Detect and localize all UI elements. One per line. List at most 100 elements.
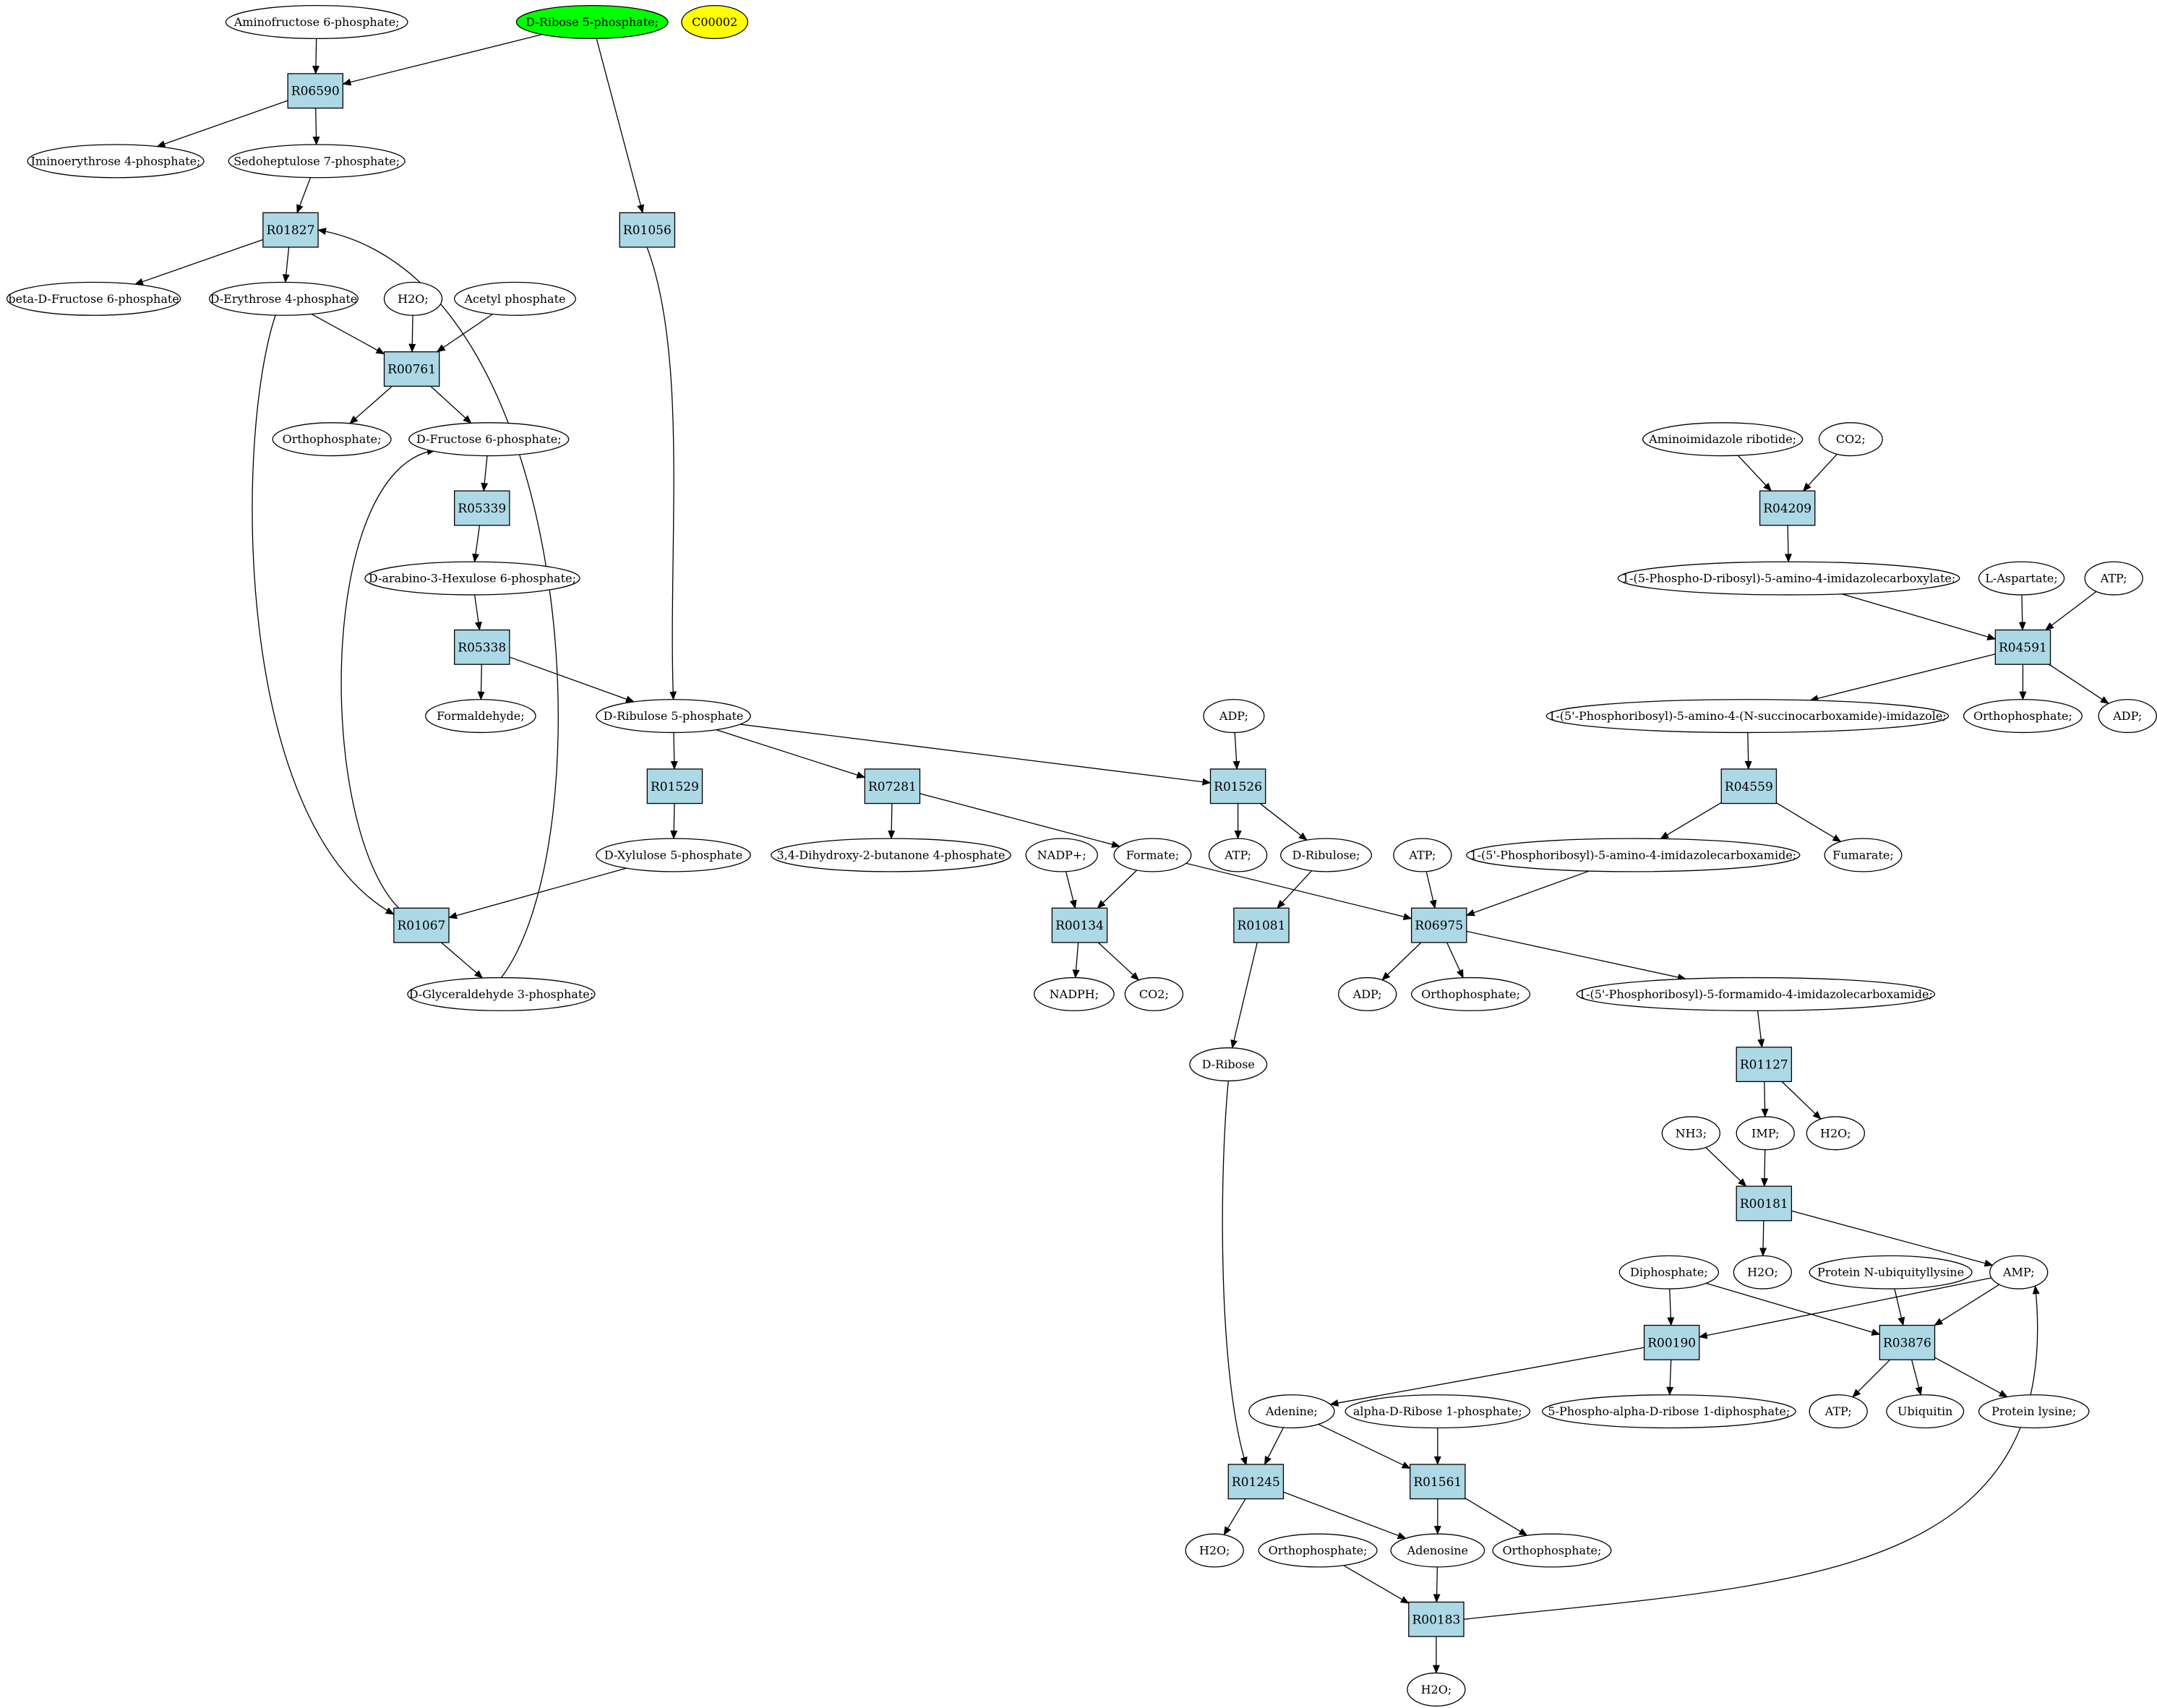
compound-node[interactable]: Orthophosphate; <box>272 422 392 457</box>
compound-node[interactable]: 5-Phospho-alpha-D-ribose 1-diphosphate; <box>1541 1394 1796 1429</box>
reaction-box <box>1736 1185 1793 1222</box>
compound-node[interactable]: Adenosine <box>1390 1533 1485 1568</box>
compound-node[interactable]: Sedoheptulose 7-phosphate; <box>228 144 406 179</box>
compound-node[interactable]: AMP; <box>1989 1255 2049 1289</box>
reaction-node[interactable]: R06975 <box>1410 907 1467 943</box>
compound-node[interactable]: 1-(5'-Phosphoribosyl)-5-amino-4-imidazol… <box>1466 838 1801 872</box>
reaction-node[interactable]: R04209 <box>1759 490 1816 526</box>
edge-c_imp-to-r_R00181 <box>1760 1149 1768 1188</box>
reaction-node[interactable]: R06590 <box>287 73 343 109</box>
compound-node[interactable]: ATP; <box>1393 838 1452 872</box>
reaction-node[interactable]: R00181 <box>1736 1185 1793 1222</box>
compound-node[interactable]: 3,4-Dihydroxy-2-butanone 4-phosphate <box>771 838 1011 872</box>
compound-node[interactable]: D-arabino-3-Hexulose 6-phosphate; <box>364 561 580 596</box>
compound-node[interactable]: CO2; <box>1124 977 1184 1011</box>
compound-node[interactable]: Formaldehyde; <box>424 699 536 734</box>
reaction-node[interactable]: R01529 <box>646 768 703 804</box>
compound-node[interactable]: Protein N-ubiquityllysine <box>1809 1255 1973 1289</box>
compound-node[interactable]: Adenine; <box>1248 1394 1335 1429</box>
compound-node[interactable]: Orthophosphate; <box>1258 1533 1378 1568</box>
reaction-node[interactable]: R04559 <box>1720 768 1778 804</box>
compound-node[interactable]: Fumarate; <box>1824 838 1903 872</box>
reaction-box <box>1643 1324 1700 1360</box>
compound-node[interactable]: C00002 <box>681 4 749 39</box>
compound-node[interactable]: Orthophosphate; <box>1492 1533 1612 1568</box>
reaction-node[interactable]: R01081 <box>1233 907 1290 943</box>
compound-node[interactable]: Formate; <box>1113 838 1192 872</box>
reaction-node[interactable]: R04591 <box>1994 629 2051 665</box>
reaction-node[interactable]: R01056 <box>619 212 676 248</box>
compound-ellipse <box>1617 561 1960 596</box>
reaction-node[interactable]: R00190 <box>1643 1324 1700 1360</box>
reaction-node[interactable]: R01067 <box>393 907 450 943</box>
compound-node[interactable]: NH3; <box>1661 1116 1720 1151</box>
compound-label: D-Fructose 6-phosphate; <box>416 432 562 446</box>
compound-node[interactable]: Orthophosphate; <box>1410 977 1531 1011</box>
compound-node[interactable]: D-Xylulose 5-phosphate <box>596 838 751 872</box>
compound-node[interactable]: D-Fructose 6-phosphate; <box>408 422 570 457</box>
reaction-node[interactable]: R05338 <box>454 629 510 665</box>
reaction-box <box>864 768 921 804</box>
compound-node[interactable]: Aminofructose 6-phosphate; <box>225 4 408 39</box>
compound-node[interactable]: Acetyl phosphate <box>453 281 576 316</box>
reaction-node[interactable]: R01561 <box>1410 1464 1466 1500</box>
reaction-label: R06975 <box>1415 919 1463 933</box>
compound-node[interactable]: L-Aspartate; <box>1978 561 2065 596</box>
compound-node[interactable]: NADP+; <box>1025 838 1098 872</box>
compound-node[interactable]: ATP; <box>2084 561 2143 596</box>
compound-node[interactable]: ATP; <box>1809 1394 1868 1429</box>
compound-label: Ubiquitin <box>1897 1404 1952 1418</box>
compound-ellipse <box>1818 422 1883 457</box>
compound-node[interactable]: D-Ribulose; <box>1280 838 1373 872</box>
compound-node[interactable]: D-Ribulose 5-phosphate <box>596 699 751 734</box>
compound-node[interactable]: Iminoerythrose 4-phosphate; <box>27 144 205 179</box>
reaction-node[interactable]: R01526 <box>1209 768 1266 804</box>
compound-node[interactable]: ADP; <box>1338 977 1397 1011</box>
compound-node[interactable]: Diphosphate; <box>1618 1255 1720 1289</box>
compound-label: ATP; <box>2100 572 2127 585</box>
compound-node[interactable]: H2O; <box>1185 1533 1244 1568</box>
compound-ellipse <box>2098 699 2157 734</box>
compound-node[interactable]: 1-(5'-Phosphoribosyl)-5-formamido-4-imid… <box>1576 977 1936 1011</box>
compound-node[interactable]: H2O; <box>1806 1116 1866 1151</box>
compound-node[interactable]: 1-(5-Phospho-D-ribosyl)-5-amino-4-imidaz… <box>1617 561 1960 596</box>
compound-ellipse <box>1576 977 1936 1011</box>
compound-node[interactable]: Ubiquitin <box>1886 1394 1965 1429</box>
compound-node[interactable]: D-Erythrose 4-phosphate <box>208 281 359 316</box>
compound-node[interactable]: Protein lysine; <box>1978 1394 2090 1429</box>
reaction-node[interactable]: R05339 <box>454 490 510 526</box>
compound-node[interactable]: CO2; <box>1818 422 1883 457</box>
reaction-box <box>646 768 703 804</box>
reaction-node[interactable]: R01827 <box>262 212 319 248</box>
compound-ellipse <box>6 281 181 316</box>
compound-label: Aminoimidazole ribotide; <box>1648 432 1796 446</box>
reaction-label: R01067 <box>397 919 445 933</box>
reaction-node[interactable]: R00134 <box>1051 907 1108 943</box>
reaction-node[interactable]: R01127 <box>1736 1047 1793 1083</box>
compound-node[interactable]: Orthophosphate; <box>1963 699 2083 734</box>
reaction-node[interactable]: R00761 <box>383 351 440 387</box>
compound-node[interactable]: H2O; <box>383 281 443 316</box>
compound-label: D-Ribulose 5-phosphate <box>604 709 744 723</box>
compound-node[interactable]: ADP; <box>2098 699 2157 734</box>
compound-label: IMP; <box>1751 1126 1779 1140</box>
compound-node[interactable]: NADPH; <box>1034 977 1115 1011</box>
compound-node[interactable]: beta-D-Fructose 6-phosphate <box>6 281 181 316</box>
reaction-node[interactable]: R03876 <box>1879 1324 1936 1360</box>
compound-node[interactable]: IMP; <box>1736 1116 1795 1151</box>
reaction-node[interactable]: R00183 <box>1408 1601 1465 1637</box>
reaction-node[interactable]: R01245 <box>1227 1464 1285 1500</box>
compound-label: H2O; <box>1199 1544 1230 1558</box>
compound-node[interactable]: D-Ribose <box>1189 1047 1268 1082</box>
compound-node[interactable]: 1-(5'-Phosphoribosyl)-5-amino-4-(N-succi… <box>1545 699 1950 734</box>
compound-node[interactable]: H2O; <box>1407 1672 1466 1707</box>
reaction-node[interactable]: R07281 <box>864 768 921 804</box>
compound-node[interactable]: ATP; <box>1208 838 1268 872</box>
compound-node[interactable]: Aminoimidazole ribotide; <box>1642 422 1804 457</box>
compound-label: D-Ribose <box>1202 1057 1255 1071</box>
compound-node[interactable]: alpha-D-Ribose 1-phosphate; <box>1345 1394 1531 1429</box>
compound-node[interactable]: D-Glyceraldehyde 3-phosphate; <box>407 977 596 1011</box>
compound-node[interactable]: H2O; <box>1733 1255 1793 1289</box>
compound-node[interactable]: ADP; <box>1203 699 1265 734</box>
compound-node[interactable]: D-Ribose 5-phosphate; <box>515 4 669 39</box>
